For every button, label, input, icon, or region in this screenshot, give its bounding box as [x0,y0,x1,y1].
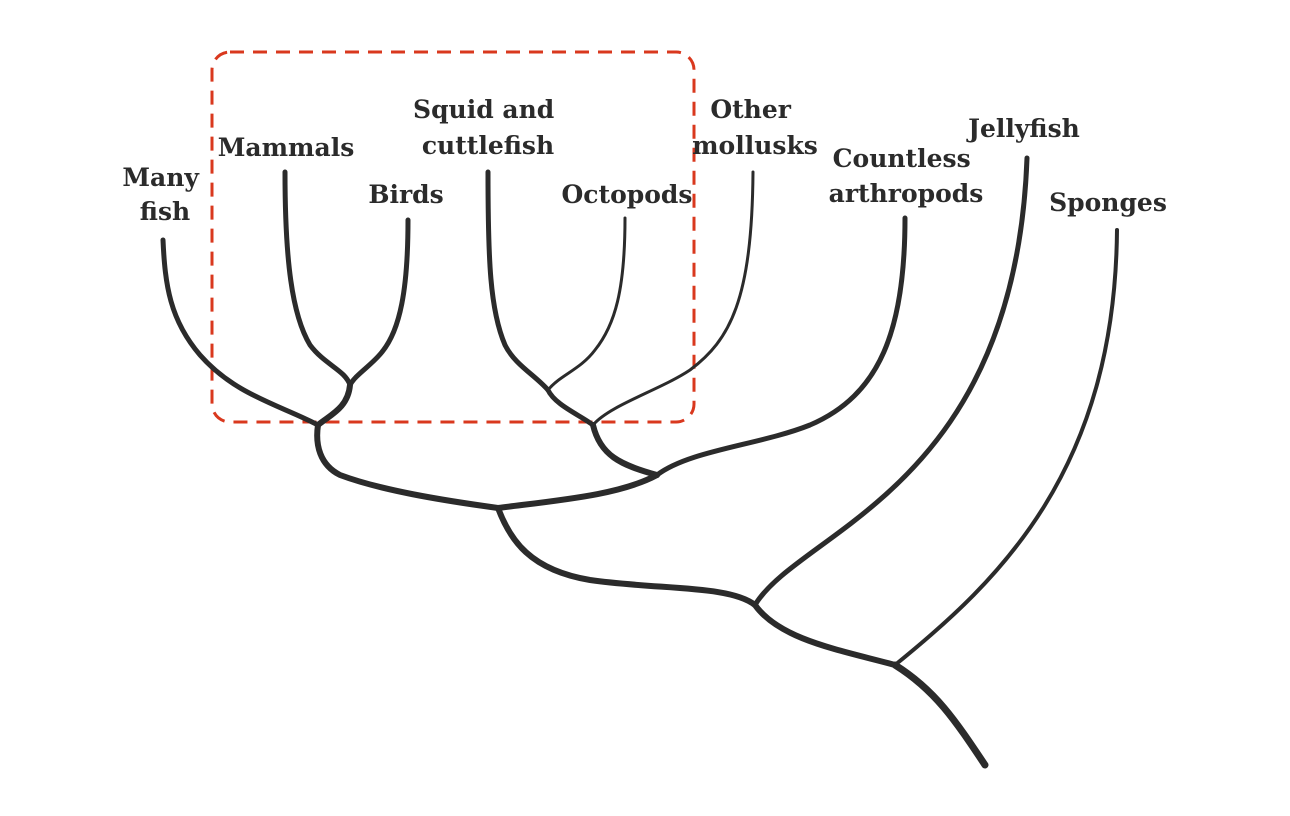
label-octopods: Octopods [562,180,693,209]
label-many-fish: Many fish [122,163,207,226]
vertebrate-branch [314,422,501,511]
label-sponges-line1: Sponges [1049,188,1167,217]
label-birds-line1: Birds [368,180,443,209]
arthropods-branch [654,215,908,478]
label-octopods-line1: Octopods [562,180,693,209]
label-arthropods-line2: arthropods [829,179,984,208]
bilateria-branch [495,505,758,608]
label-jellyfish: Jellyfish [966,114,1080,143]
label-mammals: Mammals [218,133,355,162]
label-other-mollusks-line1: Other [710,95,791,124]
label-arthropods-line1: Countless [833,144,971,173]
label-other-mollusks: Other mollusks [692,95,818,160]
label-jellyfish-line1: Jellyfish [966,114,1080,143]
label-squid-line1: Squid and [413,95,554,124]
label-mammals-line1: Mammals [218,133,355,162]
label-birds: Birds [368,180,443,209]
mammals-branch [282,169,353,388]
label-sponges: Sponges [1049,188,1167,217]
birds-branch [347,217,411,388]
label-many-fish-line1: Many [122,163,200,192]
mollusks-stem-branch [590,422,660,478]
label-many-fish-line2: fish [140,197,190,226]
label-squid-cuttlefish: Squid and cuttlefish [413,95,563,160]
jellyfish-branch [752,155,1030,608]
many-fish-branch [160,237,321,428]
root-branch [891,661,989,769]
protostome-branch [495,472,660,511]
cephalopod-stem-branch [545,387,596,428]
tetrapod-stem-branch [315,382,353,428]
highlight-box [210,50,696,424]
sponges-branch [893,228,1119,667]
label-squid-line2: cuttlefish [422,131,554,160]
squid-branch [485,169,551,393]
label-other-mollusks-line2: mollusks [692,131,818,160]
other-mollusks-branch [591,170,755,427]
label-countless-arthropods: Countless arthropods [829,144,984,208]
node-animals-branch [752,602,898,668]
octopods-branch [546,216,627,392]
